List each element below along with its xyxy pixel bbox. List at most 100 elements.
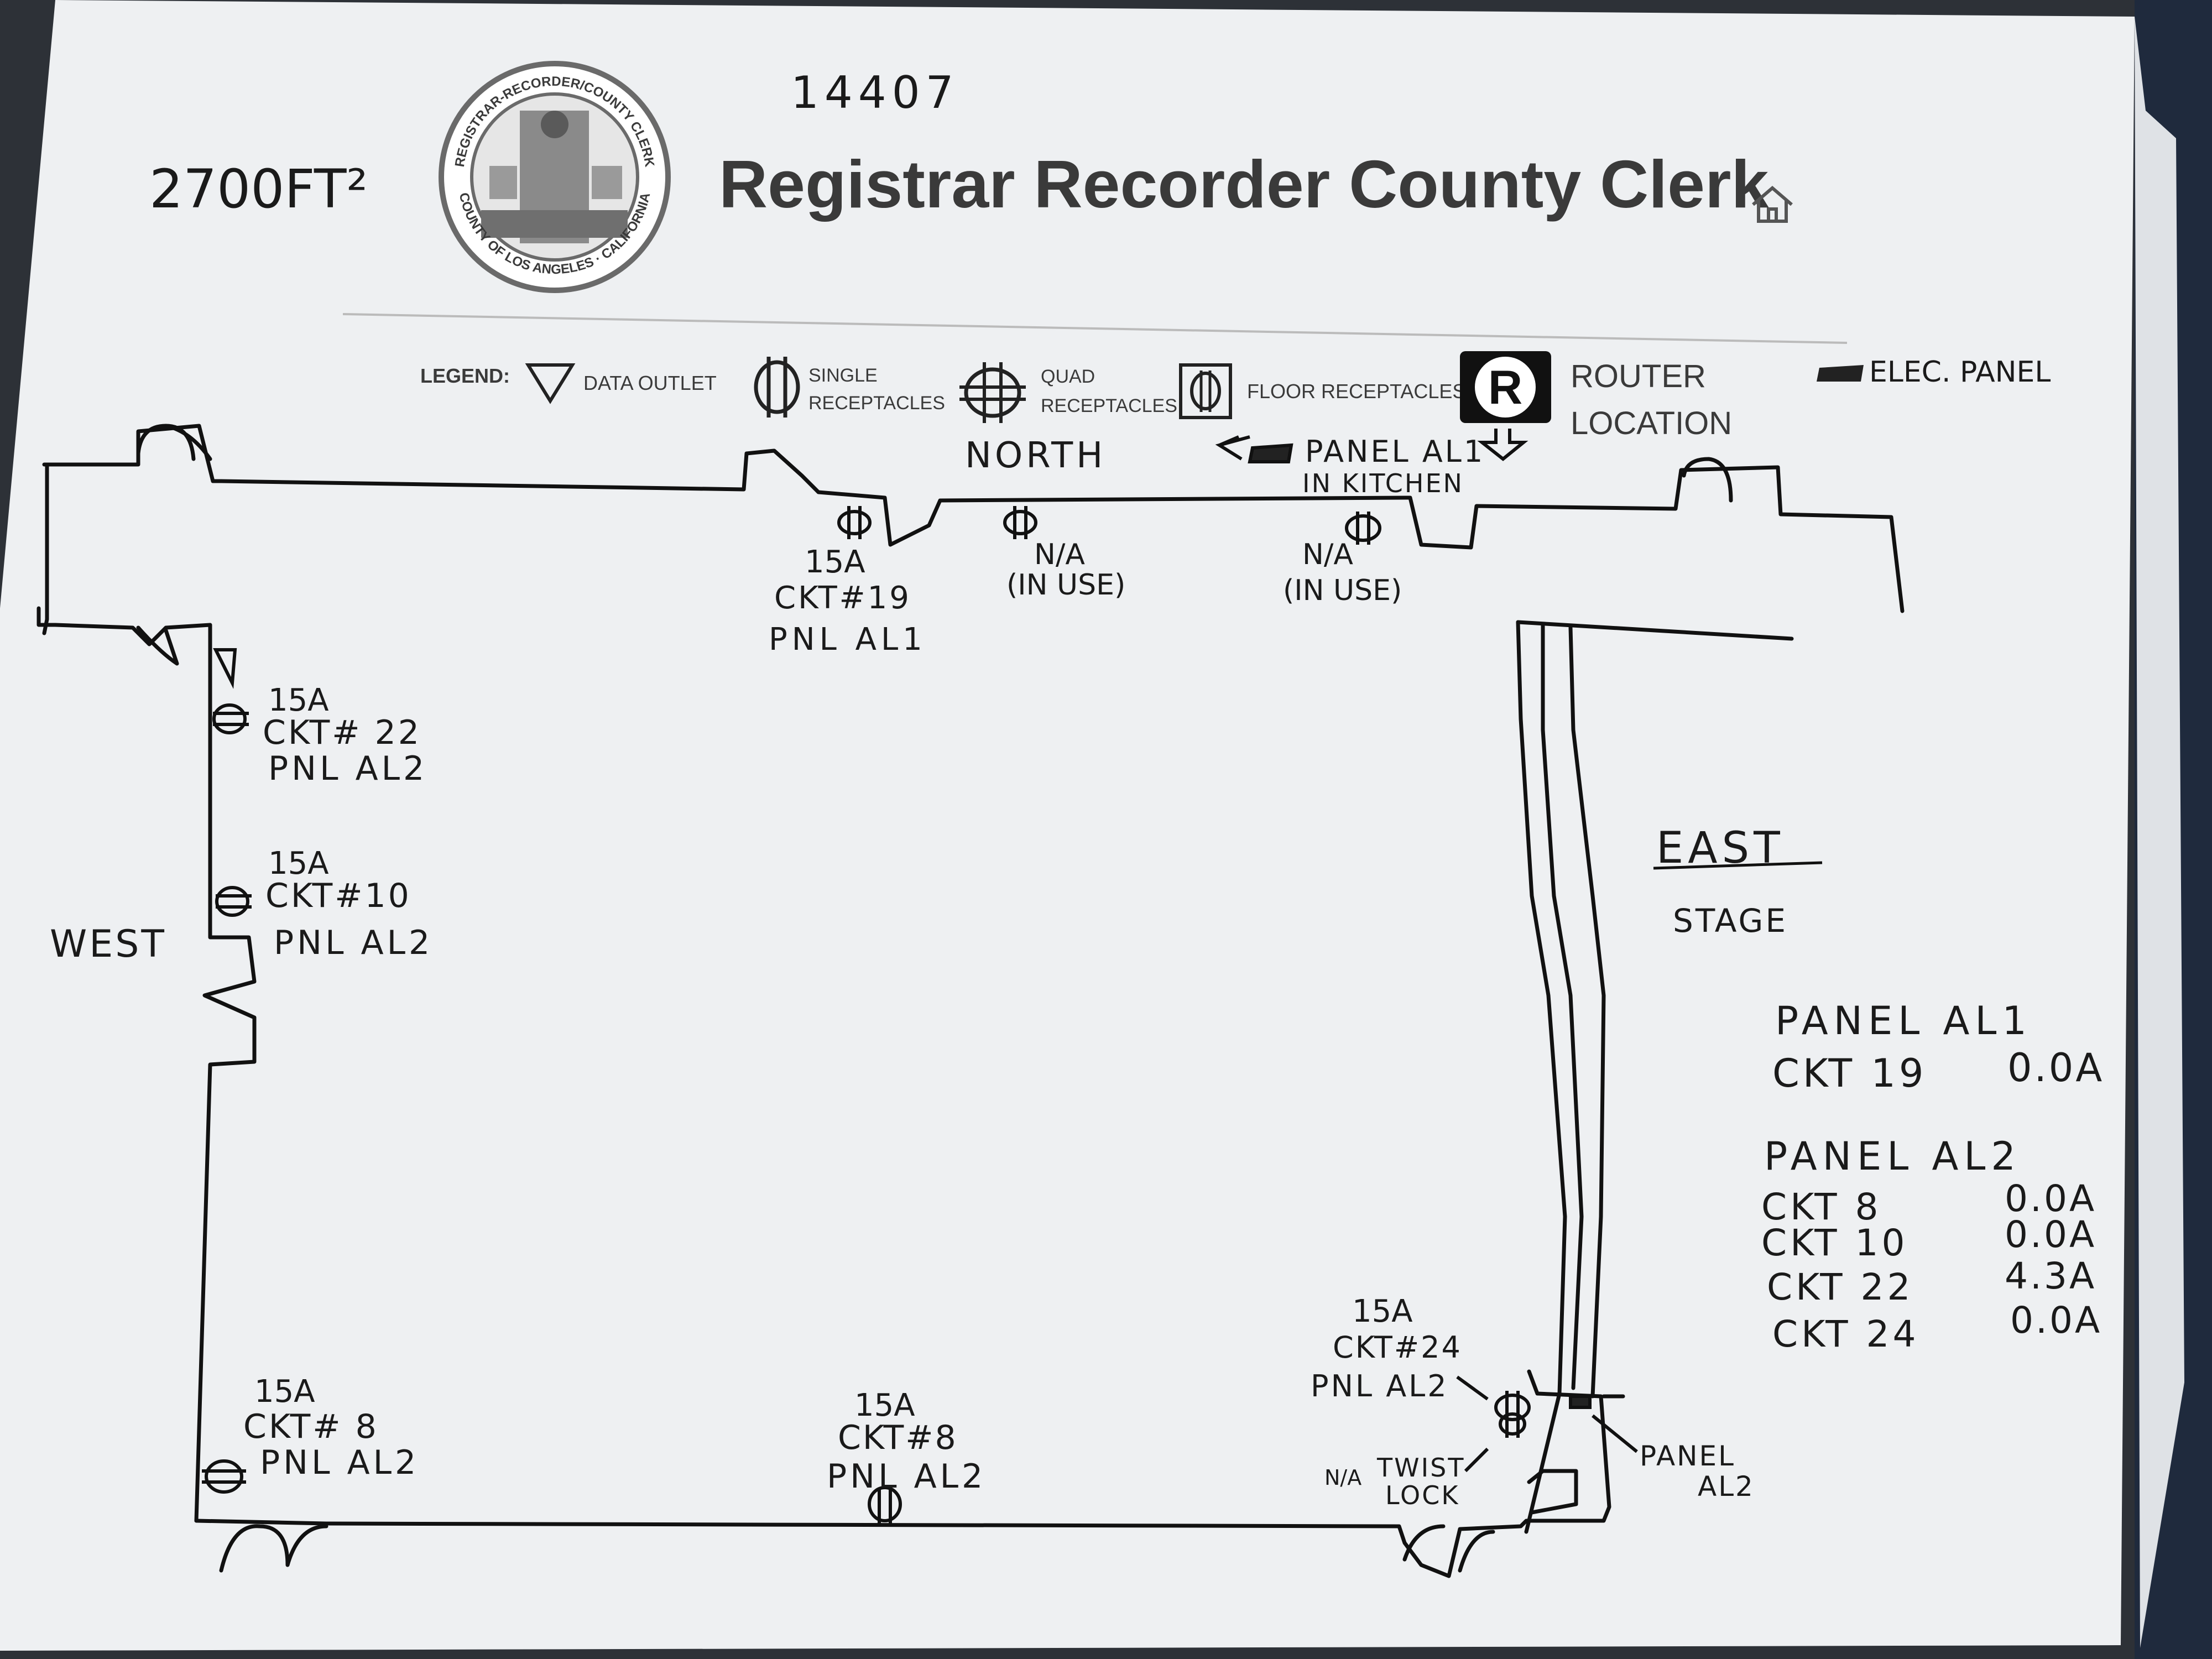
- triangle-data-outlet-icon: [525, 363, 576, 404]
- legend-router-label-1: ROUTER: [1571, 358, 1706, 394]
- legend-quad-label-2: RECEPTACLES: [1041, 395, 1177, 416]
- north-outlet-1-pnl: PNL AL1: [769, 622, 927, 658]
- panel-summary: PANEL AL1 CKT 19 0.0A PANEL AL2 CKT 8 0.…: [1761, 998, 2104, 1355]
- number-handwritten: 14407: [791, 67, 959, 118]
- south-outlet-1-amp: 15A: [854, 1387, 915, 1423]
- summary-panel2-row1-ckt: CKT 8: [1761, 1186, 1882, 1228]
- data-outlet-west: [213, 648, 237, 689]
- door-north-west: [136, 424, 212, 461]
- electric-panel-al2: [1569, 1395, 1592, 1409]
- stage-label: STAGE: [1673, 902, 1788, 940]
- door-west-entry: [136, 625, 179, 666]
- panel-al2-label-2: AL2: [1698, 1470, 1755, 1503]
- west-outlet-3-ckt: CKT# 8: [243, 1407, 379, 1446]
- summary-panel2-row2-amps: 0.0A: [2005, 1213, 2096, 1256]
- north-label: NORTH: [965, 435, 1106, 476]
- summary-panel1-title: PANEL AL1: [1775, 998, 2032, 1044]
- north-outlet-1-ckt: CKT#19: [774, 580, 911, 616]
- west-outlet-2-pnl: PNL AL2: [274, 924, 433, 962]
- paper-sheet: [0, 0, 2135, 1651]
- paper-edge-right: [2135, 17, 2184, 1648]
- door-south-west: [219, 1524, 328, 1573]
- west-outlet-1-pnl: PNL AL2: [268, 749, 427, 788]
- handwritten-labels: NORTH PANEL AL1 IN KITCHEN 15A CKT#19 PN…: [50, 434, 1823, 1510]
- summary-panel2-row2-ckt: CKT 10: [1761, 1222, 1908, 1264]
- single-receptacle-north-1: [837, 506, 872, 539]
- summary-panel1-row1-ckt: CKT 19: [1772, 1051, 1927, 1096]
- twist-lock-line-2: LOCK: [1385, 1480, 1459, 1510]
- east-wall-line-3: [1568, 625, 1606, 1399]
- west-label: WEST: [50, 922, 166, 966]
- west-outlet-2-ckt: CKT#10: [265, 877, 411, 915]
- west-outlet-3-amp: 15A: [254, 1374, 315, 1410]
- west-wall: [36, 606, 257, 1523]
- home-icon[interactable]: [1752, 186, 1793, 223]
- legend-floor-label: FLOOR RECEPTACLES: [1247, 380, 1465, 403]
- single-receptacle-west-2: [215, 886, 252, 917]
- single-receptacle-west-3: [202, 1459, 246, 1494]
- summary-panel2-row4-amps: 0.0A: [2010, 1299, 2102, 1342]
- door-north-east: [1682, 457, 1733, 503]
- summary-panel2-title: PANEL AL2: [1764, 1134, 2021, 1179]
- summary-panel1-row1-amps: 0.0A: [2007, 1045, 2104, 1091]
- legend-data-outlet-label: DATA OUTLET: [583, 372, 717, 394]
- south-outlet-1-ckt: CKT#8: [838, 1418, 958, 1457]
- west-outlet-1-ckt: CKT# 22: [263, 713, 421, 752]
- east-outlet-1-amp: 15A: [1352, 1293, 1413, 1329]
- north-outlet-2-status: N/A: [1034, 538, 1085, 571]
- north-outlet-3-use: (IN USE): [1283, 574, 1402, 607]
- north-wall: [42, 424, 1905, 613]
- leader-ckt24: [1456, 1375, 1489, 1401]
- panel-kitchen-line-2: IN KITCHEN: [1302, 468, 1464, 498]
- twist-lock-line-1: TWIST: [1376, 1453, 1465, 1483]
- south-outlet-1-pnl: PNL AL2: [827, 1457, 986, 1496]
- panel-al2-label-1: PANEL: [1640, 1440, 1735, 1472]
- twist-lock-status: N/A: [1324, 1465, 1361, 1490]
- legend-router-label-2: LOCATION: [1571, 405, 1732, 441]
- single-receptacle-north-3: [1345, 512, 1381, 545]
- legend-single-label-2: RECEPTACLES: [808, 393, 945, 414]
- north-outlet-1-amp: 15A: [805, 544, 865, 580]
- summary-panel2-row3-ckt: CKT 22: [1767, 1266, 1914, 1308]
- east-wall-line-2: [1541, 623, 1584, 1390]
- electric-panel-icon: [1817, 365, 1864, 382]
- electric-panel-al1: [1248, 443, 1293, 463]
- east-outlet-1-ckt: CKT#24: [1333, 1330, 1462, 1365]
- door-south-east: [1402, 1524, 1495, 1573]
- panel-arrow-icon: [1215, 435, 1250, 461]
- single-receptacle-south-1: [868, 1486, 902, 1524]
- floor-receptacle-icon: [1179, 363, 1232, 419]
- router-arrow-icon: [1477, 429, 1528, 461]
- east-wall-line-1: [1516, 620, 1567, 1534]
- legend-label: LEGEND:: [420, 364, 510, 387]
- summary-panel2-row3-amps: 4.3A: [2005, 1255, 2096, 1297]
- router-icon: R: [1460, 351, 1551, 423]
- single-receptacle-west-1: [212, 703, 249, 734]
- south-wall: [194, 1369, 1611, 1578]
- west-outlet-3-pnl: PNL AL2: [260, 1443, 419, 1482]
- leader-panel-al2: [1592, 1414, 1638, 1453]
- twist-lock-receptacle: [1494, 1391, 1531, 1438]
- area-handwritten: 2700FT²: [149, 158, 368, 220]
- north-wall-outer: [42, 462, 49, 635]
- east-outlet-1-pnl: PNL AL2: [1311, 1369, 1449, 1404]
- north-outlet-2-use: (IN USE): [1006, 568, 1125, 602]
- east-top-line: [1516, 620, 1794, 641]
- leader-twist-lock: [1464, 1447, 1489, 1473]
- floor-plan: [36, 424, 1905, 1578]
- legend-panel-label: ELEC. PANEL: [1869, 356, 2051, 389]
- plan-symbols: [202, 429, 1638, 1524]
- single-receptacle-north-2: [1003, 506, 1037, 539]
- panel-al2-closet: [1527, 1469, 1578, 1515]
- legend-quad-label-1: QUAD: [1041, 366, 1095, 387]
- legend: LEGEND: DATA OUTLET SINGLE RECEPTACLES Q…: [420, 351, 2051, 441]
- page-title: Registrar Recorder County Clerk: [719, 147, 1768, 222]
- west-outlet-2-amp: 15A: [268, 846, 329, 881]
- svg-text:R: R: [1488, 361, 1522, 414]
- west-outlet-1-amp: 15A: [268, 682, 329, 718]
- north-outlet-3-status: N/A: [1302, 538, 1353, 571]
- quad-receptacle-icon: [959, 362, 1026, 423]
- summary-panel2-row4-ckt: CKT 24: [1772, 1313, 1919, 1355]
- single-receptacle-icon: [754, 357, 800, 418]
- east-underline: [1653, 861, 1823, 870]
